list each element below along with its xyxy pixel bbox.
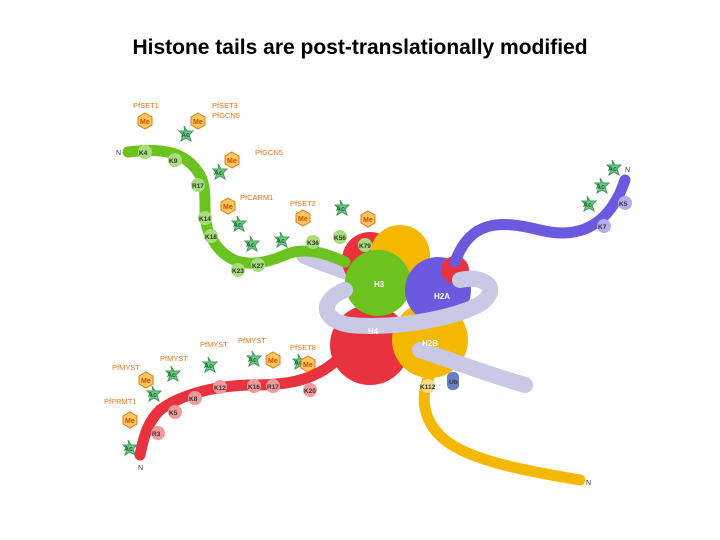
enzyme-pfgcn5-a: PfGCN5	[212, 111, 240, 120]
h2a-label: H2A	[434, 292, 450, 301]
mark-ac: Ac	[204, 363, 213, 370]
mark-ac: Ac	[336, 206, 345, 213]
mark-ac: Ac	[181, 132, 190, 139]
residue-h3-k27: K27	[252, 263, 264, 270]
mark-ac: Ac	[583, 202, 592, 209]
mark-ac: Ac	[246, 242, 255, 249]
h2a-n-terminus: N	[625, 167, 630, 174]
dna-front	[318, 270, 499, 334]
mark-me: Me	[125, 418, 135, 425]
enzyme-pfmyst-b: PfMYST	[238, 336, 266, 345]
residue-h2a-k5: K5	[619, 201, 628, 208]
mark-ac: Ac	[167, 372, 176, 379]
h2a-tail	[449, 174, 631, 268]
enzyme-pfcarm1: PfCARM1	[240, 193, 273, 202]
residue-h2b-circle	[421, 379, 435, 393]
mark-ac: Ac	[294, 360, 303, 367]
residue-h3-r17: R17	[192, 183, 204, 190]
residue-h4-r17: R17	[267, 384, 279, 391]
h3-residues: K4 K9 R17 K14 K18 K23 K27 K36 K56 K79	[138, 145, 372, 277]
modification-marks: Me Me Ac Me Ac Me Ac Ac Ac Me Ac Me Ac A…	[121, 112, 623, 457]
residue-h4-k5: K5	[169, 410, 178, 417]
residue-h4-k20: K20	[304, 388, 316, 395]
residue-h3-k36: K36	[307, 240, 319, 247]
h3-core	[345, 250, 411, 316]
mark-ac: Ac	[148, 392, 157, 399]
mark-me: Me	[140, 119, 150, 126]
mark-me: Me	[268, 358, 278, 365]
mark-me: Me	[298, 216, 308, 223]
mark-ac: Ac	[124, 446, 133, 453]
mark-ac: Ac	[214, 170, 223, 177]
h2b-label: H2B	[422, 339, 438, 348]
enzyme-pfset1: PfSET1	[133, 101, 159, 110]
enzyme-pfmyst-a: PfMYST	[200, 340, 228, 349]
h4-label: H4	[368, 327, 379, 336]
mark-ac: Ac	[596, 184, 605, 191]
residue-h4-k16: K16	[248, 384, 260, 391]
residue-h4-r3: R3	[152, 431, 161, 438]
residue-h3-k79: K79	[359, 243, 371, 250]
mark-me: Me	[303, 362, 313, 369]
residue-h3-k9: K9	[169, 158, 178, 165]
mark-ac: Ac	[276, 238, 285, 245]
mark-me: Me	[193, 119, 203, 126]
h4-n-terminus: N	[138, 465, 143, 472]
ub-label: Ub	[449, 379, 458, 386]
residue-h4-k12: K12	[214, 385, 226, 392]
h2b-n-terminus: N	[586, 480, 591, 487]
mark-ac: Ac	[233, 222, 242, 229]
h3-label: H3	[374, 280, 385, 289]
dna-lower	[412, 342, 533, 393]
residue-h4-k8: K8	[189, 396, 198, 403]
h3-n-terminus: N	[116, 150, 121, 157]
mark-me: Me	[363, 217, 373, 224]
enzyme-pfprmt1: PfPRMT1	[104, 397, 137, 406]
residue-h3-k14: K14	[199, 216, 211, 223]
enzyme-pfset2: PfSET2	[290, 199, 316, 208]
mark-me: Me	[141, 378, 151, 385]
mark-me: Me	[223, 204, 233, 211]
residue-h3-k23: K23	[232, 268, 244, 275]
h4-residues: K5 K8 K12 K16 R17 K20 R3	[151, 379, 317, 440]
mark-ac: Ac	[608, 166, 617, 173]
residue-h3-k56: K56	[334, 235, 346, 242]
residue-h3-k4: K4	[139, 150, 148, 157]
mark-ac: Ac	[248, 357, 257, 364]
mark-me: Me	[227, 158, 237, 165]
enzyme-pfset3: PfSET3	[212, 101, 238, 110]
h2b-tail	[418, 366, 586, 486]
enzyme-pfgcn5-b: PfGCN5	[255, 148, 283, 157]
enzyme-pfset8: PfSET8	[290, 343, 316, 352]
residue-h3-k18: K18	[205, 234, 217, 241]
residue-h2b-k112: K112	[420, 384, 436, 391]
enzyme-pfmyst-d: PfMYST	[112, 363, 140, 372]
residue-h2a-k7: K7	[598, 224, 607, 231]
slide-title: Histone tails are post-translationally m…	[132, 36, 588, 59]
ub-tag	[447, 372, 459, 390]
h2a-residues: K5 K7	[597, 196, 632, 233]
enzyme-pfmyst-c: PfMYST	[160, 354, 188, 363]
